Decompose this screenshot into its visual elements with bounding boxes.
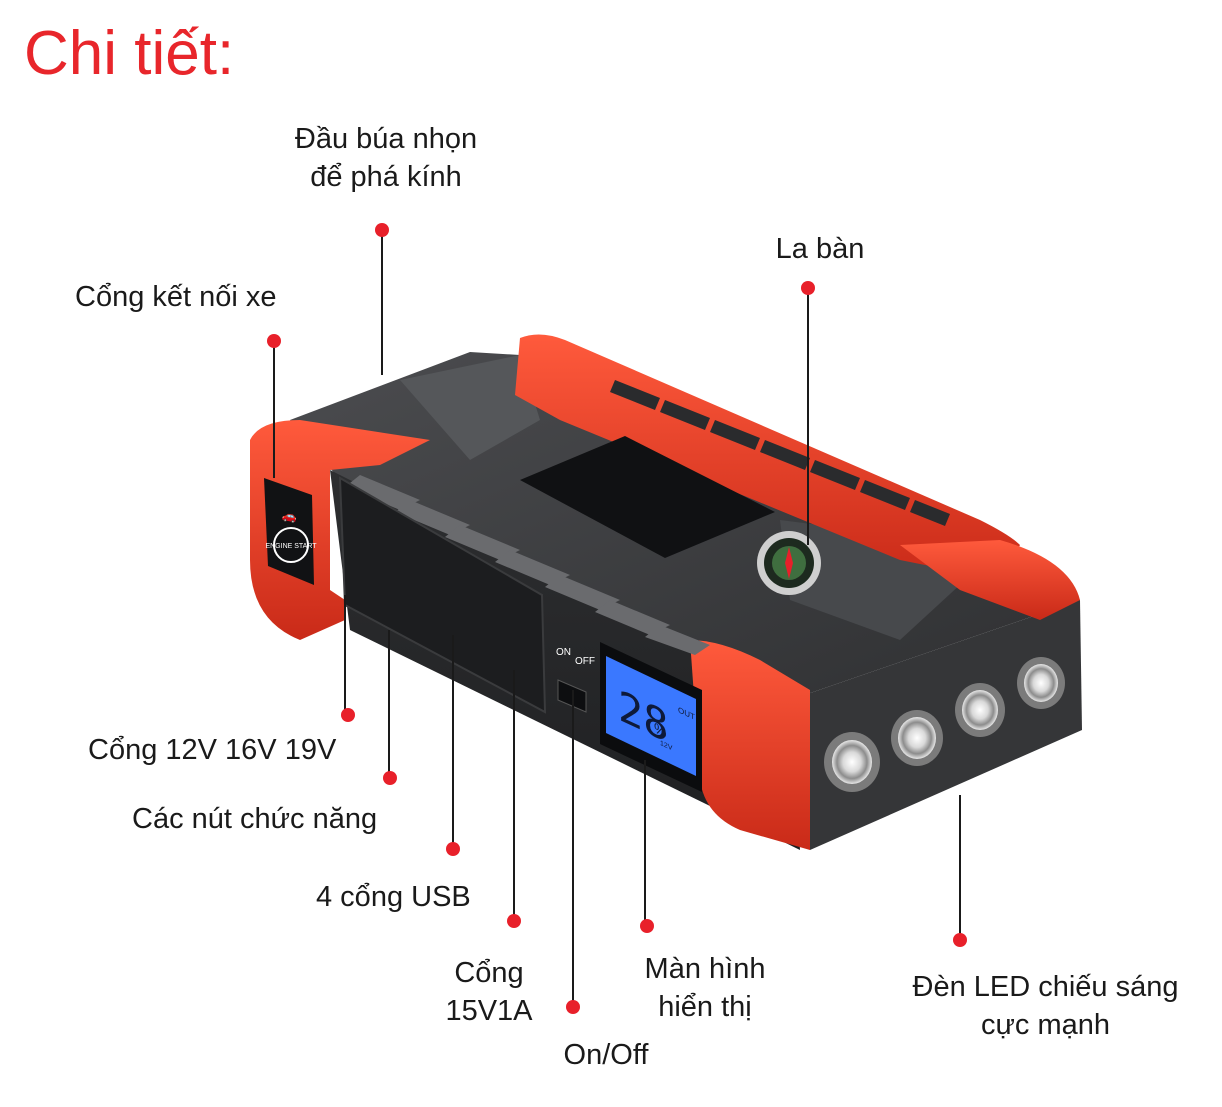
label-display: Màn hình hiển thị	[644, 953, 766, 1023]
label-compass: La bàn	[775, 233, 865, 265]
page-title: Chi tiết:	[24, 19, 235, 88]
svg-text:🚗: 🚗	[281, 508, 298, 524]
leader-lines	[267, 223, 967, 1014]
svg-text:OFF: OFF	[575, 656, 595, 667]
badge-label: ENGINE START	[265, 543, 317, 550]
label-usb-ports: 4 cổng USB	[316, 881, 471, 913]
engine-start-badge: 🚗 ENGINE START	[264, 478, 317, 585]
top-vents	[610, 380, 950, 526]
lcd-display: 28 % OUT 12V	[600, 642, 702, 792]
port-cover	[338, 476, 547, 714]
label-12v-port: Cổng 12V 16V 19V	[88, 734, 337, 766]
label-hammer: Đầu búa nhọn để phá kính	[294, 123, 478, 193]
label-car-port: Cổng kết nối xe	[75, 281, 277, 313]
svg-text:ON: ON	[556, 647, 571, 658]
label-on-off: On/Off	[563, 1039, 649, 1071]
top-screen	[520, 436, 775, 558]
label-15v-port: Cổng 15V1A	[445, 957, 533, 1027]
right-red-bumper	[690, 640, 810, 850]
label-function-buttons: Các nút chức năng	[132, 803, 378, 835]
label-led: Đèn LED chiếu sáng cực mạnh	[912, 971, 1179, 1041]
compass-icon	[757, 531, 821, 595]
led-lights	[824, 657, 1065, 792]
left-red-bumper	[250, 420, 430, 640]
svg-text:%: %	[654, 721, 666, 742]
front-vents	[345, 475, 710, 655]
